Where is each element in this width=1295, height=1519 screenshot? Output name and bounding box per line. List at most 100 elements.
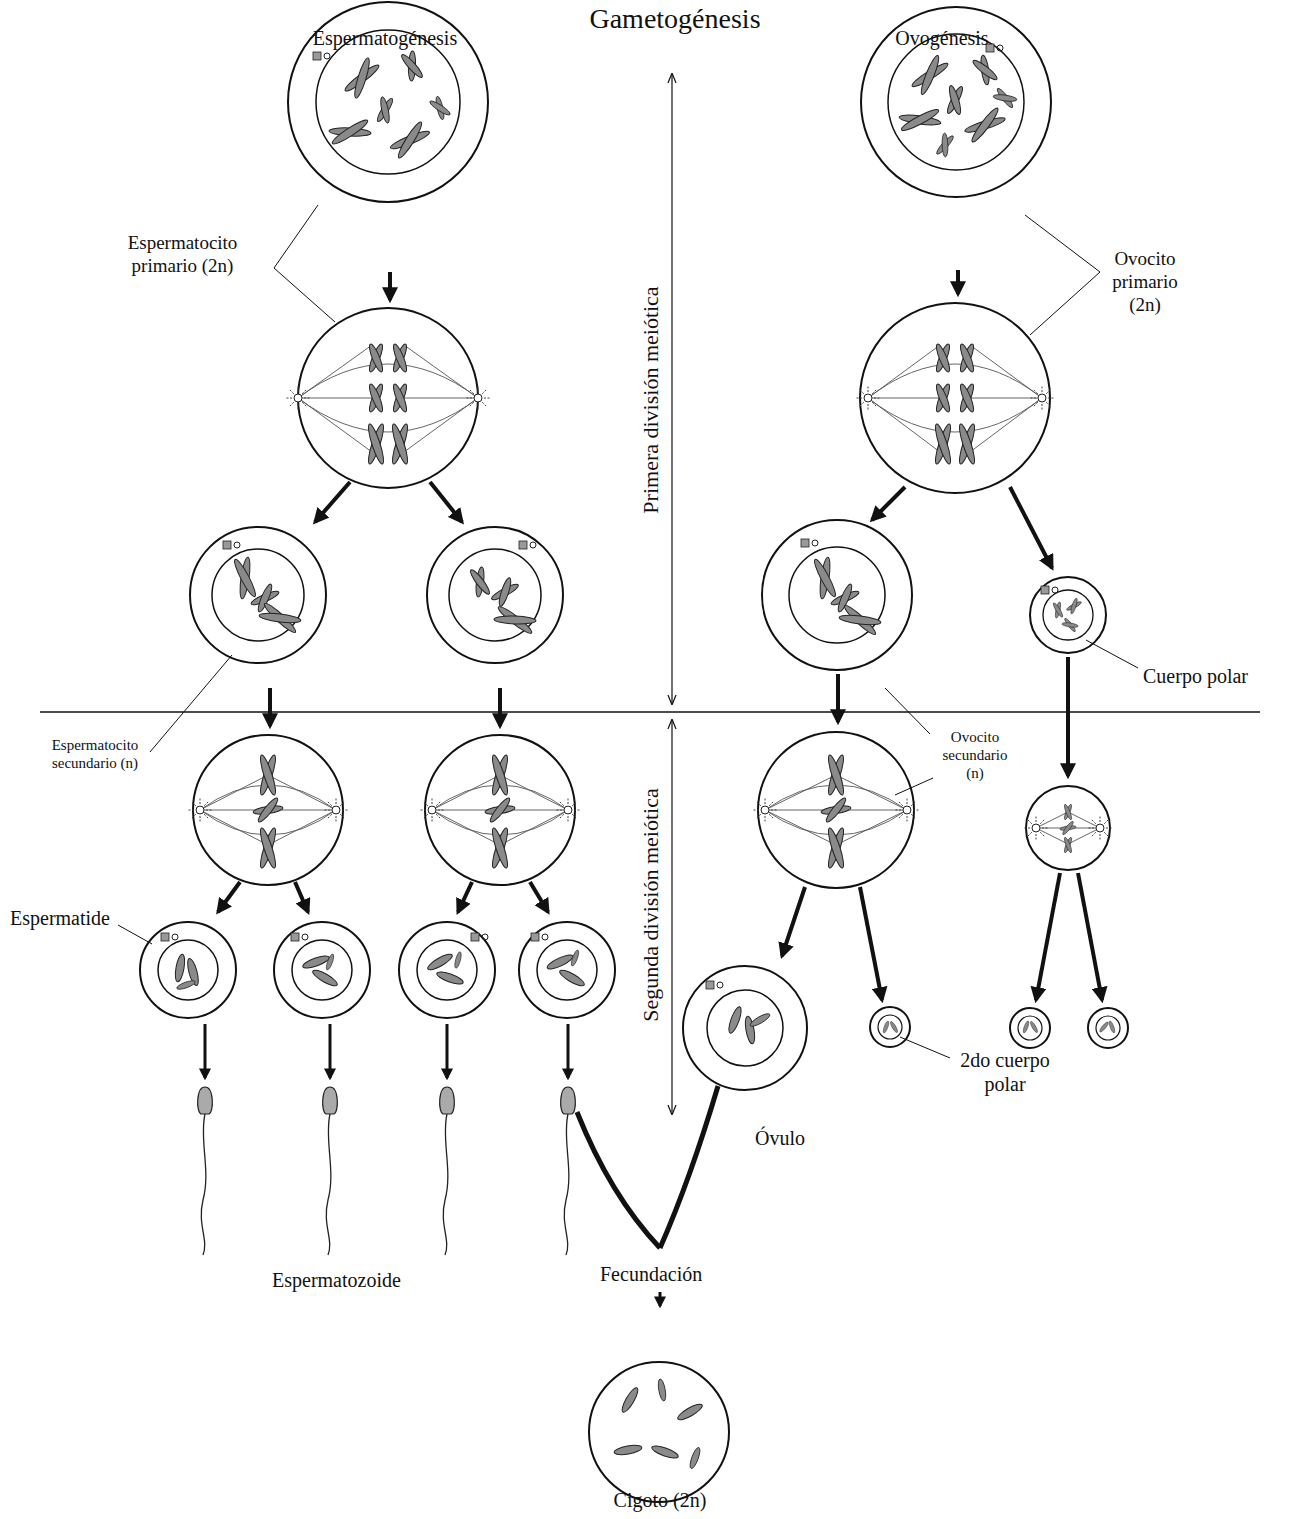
svg-use — [323, 797, 349, 823]
phase-label: Primera división meiótica — [638, 286, 664, 513]
svg-use — [367, 383, 385, 414]
svg-use — [991, 86, 1019, 111]
svg-use — [934, 131, 956, 159]
svg-use — [934, 343, 952, 374]
svg-line — [671, 74, 672, 704]
svg-use — [176, 979, 196, 991]
svg-circle — [1088, 1008, 1128, 1048]
svg-circle — [888, 34, 1024, 170]
svg-use — [676, 1402, 704, 1423]
svg-use — [435, 969, 464, 986]
svg-use — [367, 343, 385, 374]
centrioles — [161, 44, 1058, 989]
svg-circle — [878, 1015, 902, 1039]
phase-label: Segunda división meiótica — [638, 788, 664, 1021]
svg-use — [490, 754, 511, 796]
diagram-title: Gametogénesis — [589, 2, 760, 36]
svg-use — [440, 1087, 455, 1255]
cell-label: 2do cuerpo polar — [945, 1048, 1065, 1096]
svg-line — [900, 1037, 950, 1058]
svg-use — [325, 953, 335, 970]
svg-line — [1066, 657, 1070, 776]
svg-use — [801, 539, 818, 547]
cell-label: Espermatocito secundario (n) — [30, 736, 160, 772]
svg-use — [323, 1087, 338, 1255]
svg-line — [567, 1024, 570, 1078]
svg-circle — [683, 966, 807, 1090]
svg-circle — [789, 547, 885, 643]
svg-circle — [417, 940, 477, 1000]
svg-use — [958, 343, 976, 374]
svg-line — [1036, 873, 1060, 1000]
svg-use — [957, 423, 978, 465]
svg-use — [291, 933, 308, 941]
cell-label: Espermatozoide — [272, 1268, 401, 1292]
cell-label: Cuerpo polar — [1143, 664, 1248, 688]
svg-circle — [861, 7, 1051, 197]
svg-circle — [519, 922, 615, 1018]
svg-circle — [707, 990, 783, 1066]
svg-line — [1086, 640, 1138, 668]
svg-use — [836, 602, 883, 639]
svg-use — [650, 1443, 679, 1460]
cell-label: Óvulo — [755, 1126, 805, 1150]
svg-line — [1010, 487, 1052, 568]
svg-line — [530, 882, 548, 912]
svg-use — [614, 1444, 643, 1457]
svg-use — [706, 981, 723, 989]
svg-circle — [537, 940, 597, 1000]
svg-use — [398, 49, 425, 84]
svg-circle — [288, 2, 488, 202]
svg-path — [868, 345, 1042, 452]
chromosomes — [174, 49, 1116, 1470]
svg-circle — [292, 940, 352, 1000]
svg-line — [446, 1024, 449, 1078]
svg-use — [258, 827, 279, 869]
svg-circle — [589, 1362, 729, 1502]
svg-line — [956, 270, 960, 294]
svg-line — [315, 482, 350, 522]
cell-outlines — [140, 2, 1128, 1502]
fertilization-lines — [577, 1086, 718, 1248]
svg-use — [908, 52, 951, 98]
svg-use — [1023, 815, 1049, 841]
svg-use — [454, 951, 463, 968]
svg-line — [458, 882, 472, 912]
svg-circle — [758, 732, 914, 888]
column-heading: Espermatogénesis — [313, 26, 457, 50]
svg-use — [889, 1021, 898, 1034]
svg-use — [958, 383, 976, 414]
svg-use — [570, 949, 580, 966]
column-heading: Ovogénesis — [895, 26, 988, 50]
svg-use — [752, 797, 778, 823]
svg-use — [894, 797, 920, 823]
svg-use — [223, 541, 240, 549]
svg-use — [471, 933, 488, 941]
separator-lines — [40, 74, 1260, 1114]
svg-use — [519, 541, 536, 549]
svg-use — [1041, 586, 1058, 594]
svg-use — [688, 1446, 702, 1469]
svg-use — [1065, 596, 1083, 615]
svg-use — [327, 117, 373, 148]
svg-circle — [427, 527, 563, 663]
cell-label: Espermatocito primario (2n) — [95, 232, 270, 278]
svg-use — [250, 795, 285, 826]
cell-label: Espermatide — [10, 906, 110, 930]
svg-use — [826, 754, 847, 796]
svg-circle — [449, 549, 541, 641]
svg-line — [671, 720, 672, 1114]
svg-line — [872, 487, 905, 520]
svg-circle — [190, 527, 326, 663]
svg-use — [826, 827, 847, 869]
cell-label: Cigoto (2n) — [614, 1488, 707, 1512]
svg-path — [298, 345, 478, 452]
svg-line — [836, 674, 840, 722]
svg-use — [1108, 1020, 1116, 1033]
svg-circle — [425, 735, 575, 885]
svg-use — [934, 383, 952, 414]
svg-use — [1029, 1021, 1038, 1034]
svg-use — [1099, 1021, 1110, 1033]
svg-path — [660, 1086, 718, 1248]
svg-line — [204, 1024, 207, 1078]
